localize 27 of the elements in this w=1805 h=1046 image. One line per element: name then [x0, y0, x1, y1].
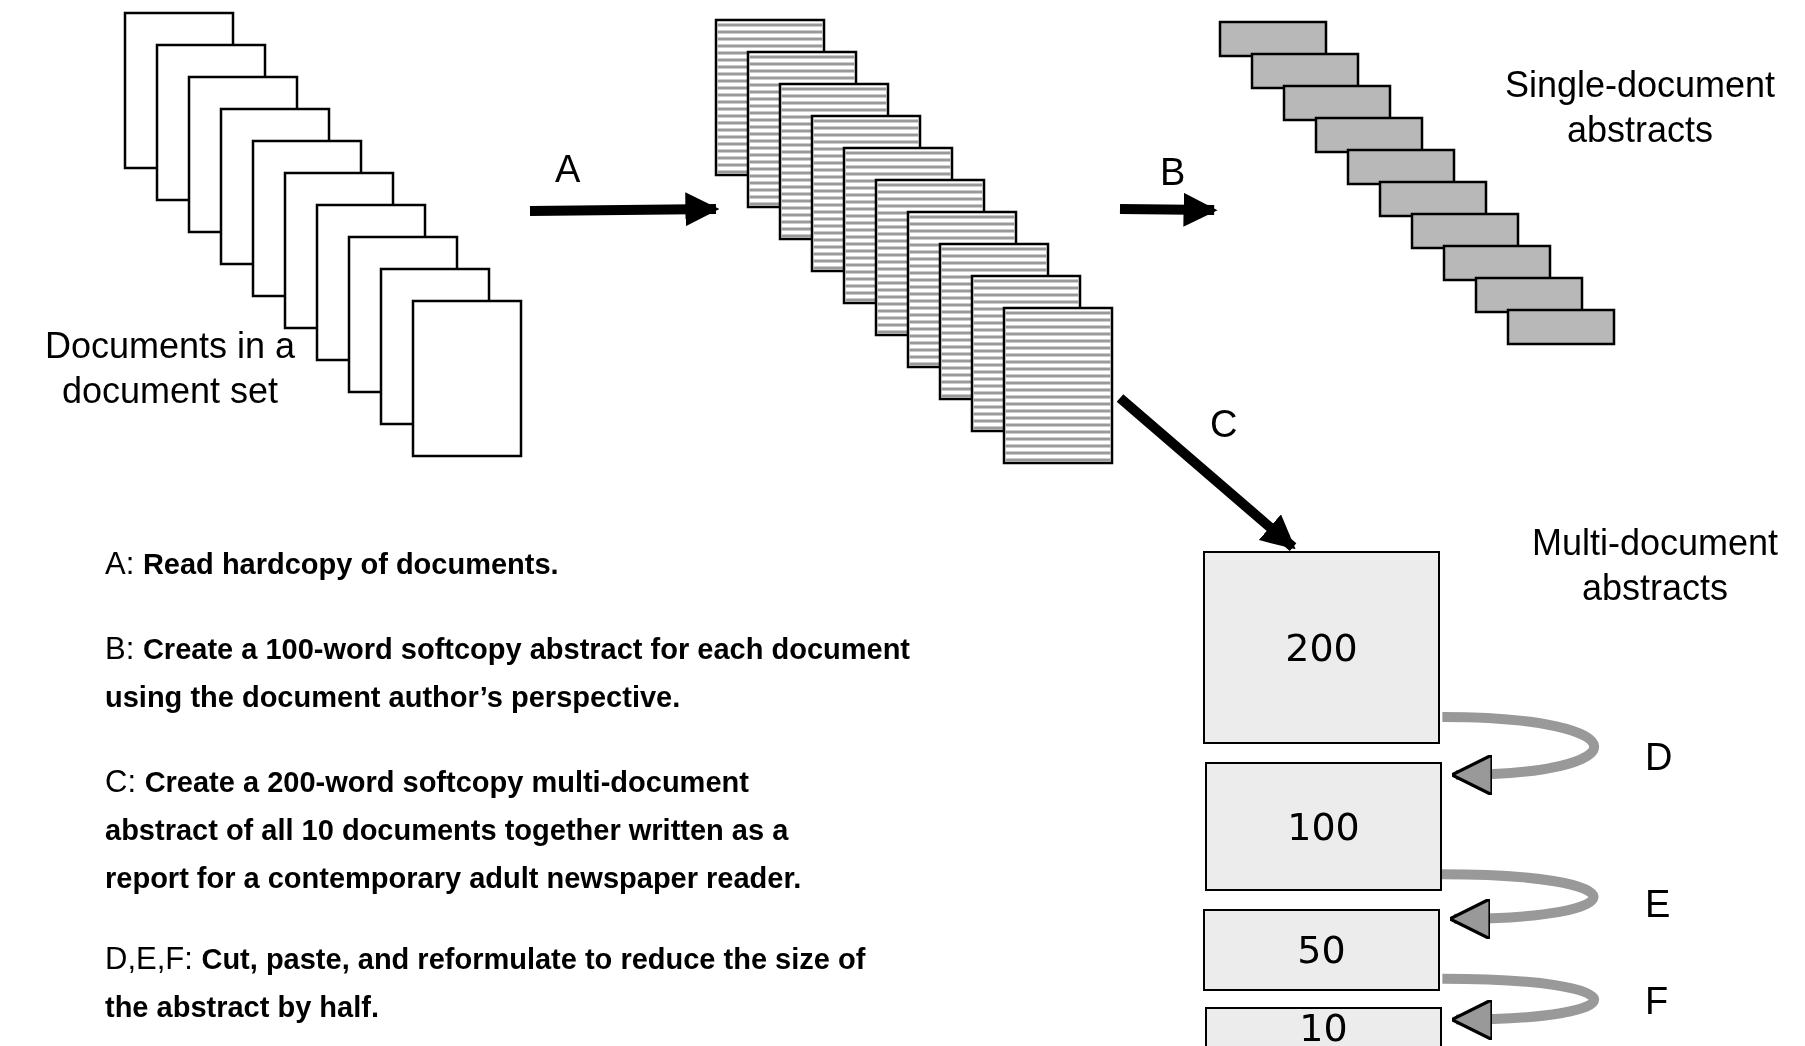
step-description: B: Create a 100-word softcopy abstract for each document using the document author’s perspective.: [105, 630, 911, 715]
edge-label: B: [1160, 153, 1186, 191]
edge-label: F: [1645, 982, 1669, 1020]
abstract-box: [1205, 762, 1442, 891]
stack-caption: Documents in a document set: [43, 324, 297, 413]
edge-label: E: [1645, 885, 1671, 923]
edge-label: A: [555, 150, 581, 188]
abstract-box: [1205, 1007, 1442, 1046]
group-caption: Multi-document abstracts: [1530, 521, 1780, 610]
arrow: [1119, 192, 1218, 227]
arrow: [1116, 394, 1297, 551]
word-count: 100: [1287, 807, 1360, 846]
arrow: [1441, 869, 1598, 940]
arrow: [529, 192, 720, 227]
step-description: C: Create a 200-word softcopy multi-document abstract of all 10 documents together written as a report for a contemporary adult newspaper reader.: [105, 763, 803, 896]
arrow: [1442, 712, 1599, 796]
arrow: [1442, 973, 1599, 1041]
abstract-box: [1203, 909, 1440, 991]
word-count: 200: [1285, 628, 1358, 667]
step-description: D,E,F: Cut, paste, and reformulate to reduce the size of the abstract by half.: [105, 940, 867, 1025]
stack-caption: Single-document abstracts: [1503, 63, 1777, 152]
word-count: 50: [1297, 931, 1346, 969]
edge-label: D: [1645, 738, 1673, 776]
abstract-box: [1203, 551, 1440, 744]
word-count: 10: [1299, 1009, 1348, 1046]
edge-label: C: [1210, 405, 1238, 443]
step-description: A: Read hardcopy of documents.: [105, 545, 560, 583]
